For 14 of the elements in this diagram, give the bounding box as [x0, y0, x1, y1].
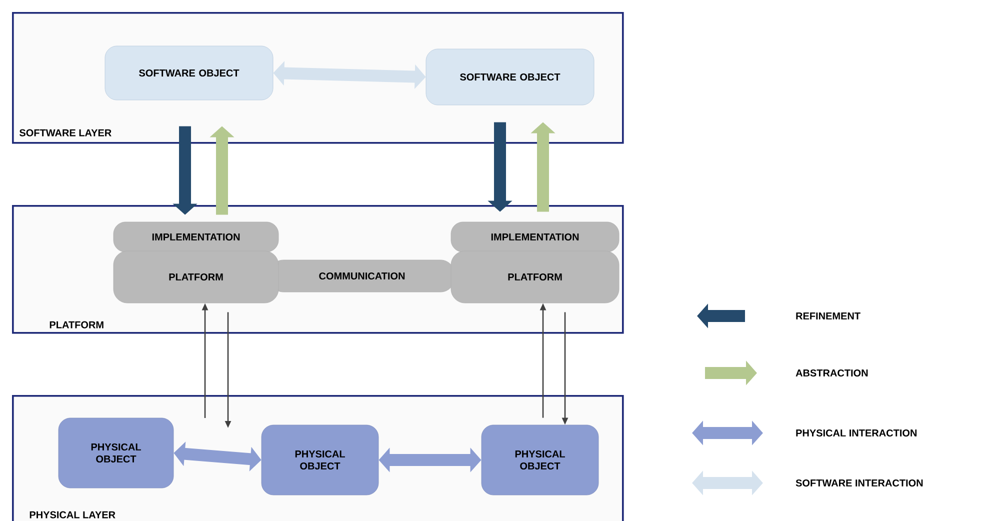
- physical-object-box: PHYSICAL OBJECT: [261, 424, 379, 496]
- software-object-box: SOFTWARE OBJECT: [426, 48, 594, 106]
- platform-box: PLATFORM: [113, 250, 279, 304]
- physical-object-box: PHYSICAL OBJECT: [58, 418, 174, 488]
- physical-object-box: PHYSICAL OBJECT: [481, 424, 599, 496]
- platform-box: PLATFORM: [450, 250, 620, 304]
- implementation-box: IMPLEMENTATION: [113, 222, 279, 252]
- implementation-box: IMPLEMENTATION: [450, 222, 620, 252]
- legend-label: PHYSICAL INTERACTION: [796, 429, 917, 437]
- software-object-box: SOFTWARE OBJECT: [104, 46, 274, 100]
- legend-label: REFINEMENT: [796, 312, 860, 320]
- legend-label: SOFTWARE INTERACTION: [796, 479, 923, 487]
- communication-box: COMMUNICATION: [269, 260, 455, 292]
- legend-label: ABSTRACTION: [796, 369, 868, 377]
